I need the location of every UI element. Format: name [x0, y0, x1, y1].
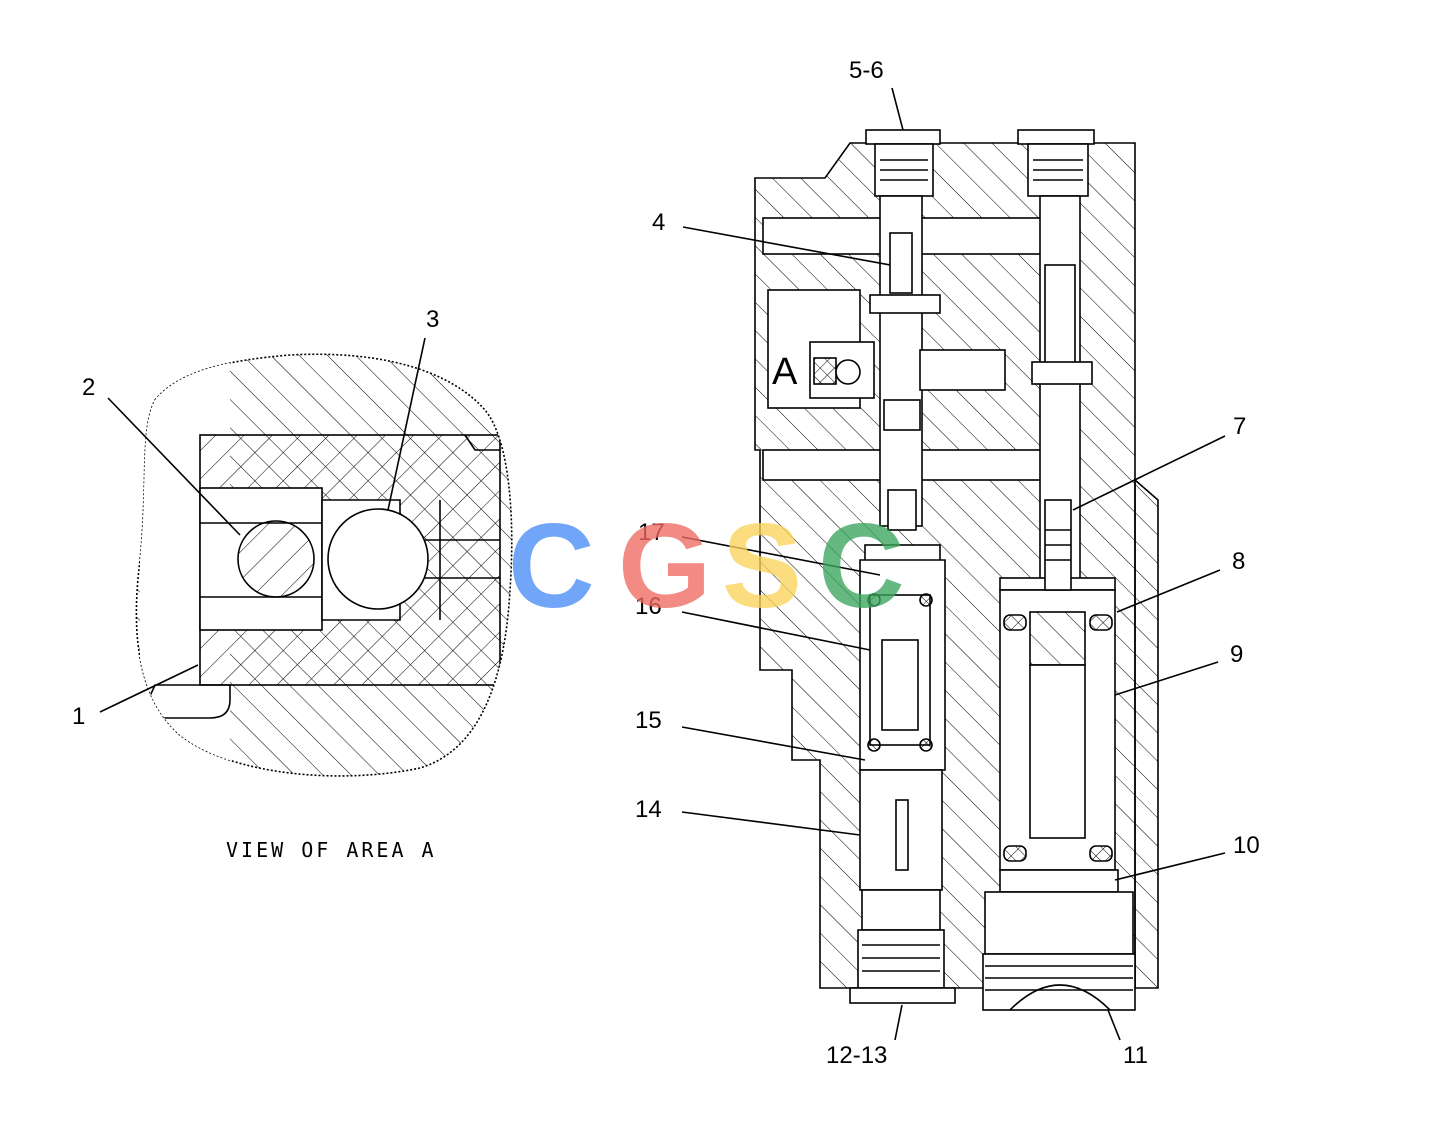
- callout-12-13: 12-13: [826, 1042, 887, 1069]
- ball-3: [327, 508, 429, 610]
- area-a-marker: A: [772, 351, 798, 393]
- callout-10: 10: [1233, 832, 1260, 859]
- callout-7: 7: [1233, 413, 1246, 440]
- watermark-letter-c2: C: [818, 499, 905, 633]
- callout-1: 1: [72, 703, 85, 730]
- callout-8: 8: [1232, 548, 1245, 575]
- callout-16: 16: [635, 593, 662, 620]
- watermark-letter-g: G: [618, 499, 711, 633]
- leader-lines: [99, 87, 1226, 1041]
- callout-2: 2: [82, 374, 95, 401]
- watermark-letter-s: S: [722, 499, 802, 633]
- callout-labels: 1 2 3 4 5-6 7 8 9 10 11 12-13 14 15 16 1…: [72, 57, 1260, 1069]
- view-caption: VIEW OF AREA A: [226, 838, 437, 862]
- callout-11: 11: [1123, 1042, 1148, 1069]
- detail-view-area-a: [135, 353, 513, 777]
- callout-3: 3: [426, 306, 439, 333]
- callout-9: 9: [1230, 641, 1243, 668]
- callout-14: 14: [635, 796, 662, 823]
- callout-17: 17: [638, 519, 665, 546]
- callout-15: 15: [635, 707, 662, 734]
- callout-5-6: 5-6: [849, 57, 884, 84]
- ball-2: [237, 520, 315, 598]
- cgsc-watermark: C G S C: [508, 499, 905, 633]
- valve-section: [754, 129, 1159, 1011]
- watermark-letter-c1: C: [508, 499, 595, 633]
- callout-4: 4: [652, 209, 665, 236]
